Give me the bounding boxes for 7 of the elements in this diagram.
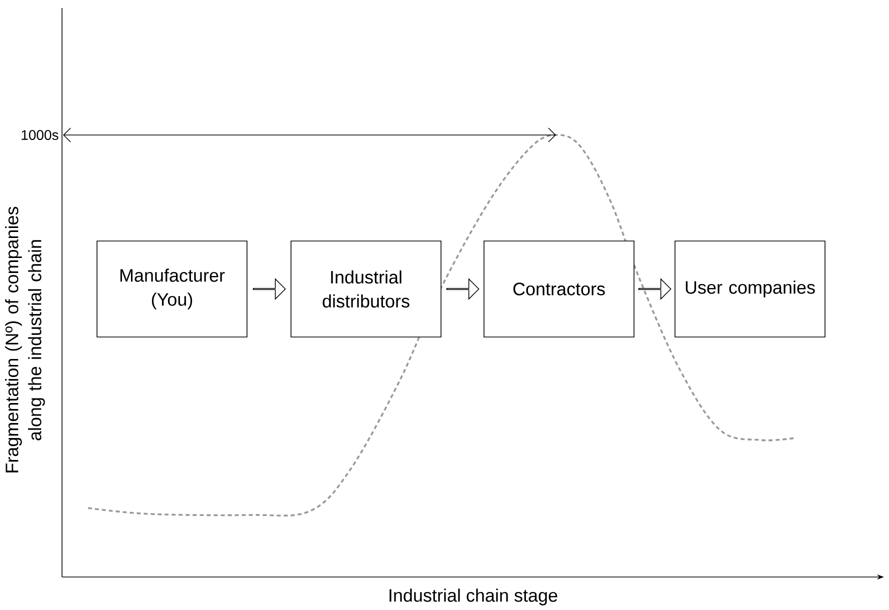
tick-label: 1000s <box>22 130 58 140</box>
stage-box: User companies <box>674 240 826 338</box>
axis-title: Fragmentation (Nº) of companies along the industrial chain <box>5 206 45 472</box>
stage-box: Industrial distributors <box>290 240 442 338</box>
stage-box: Manufacturer (You) <box>96 240 248 338</box>
stage-box: Contractors <box>484 240 634 338</box>
axis-title: Industrial chain stage <box>390 588 558 606</box>
